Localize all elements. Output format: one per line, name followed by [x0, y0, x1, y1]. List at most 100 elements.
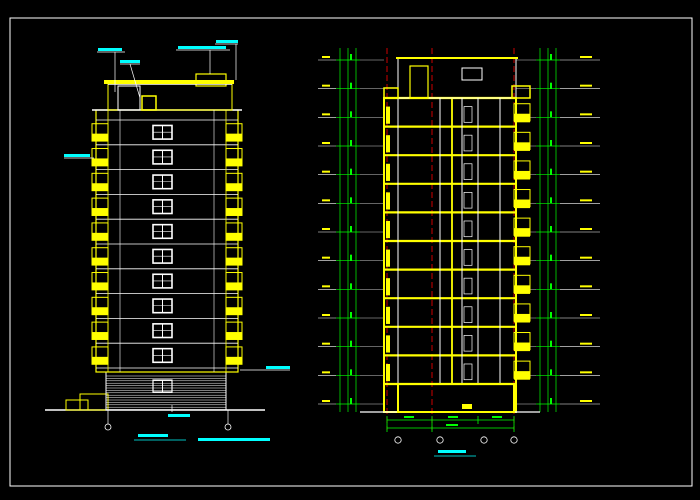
section-outline: [383, 97, 517, 413]
section-door: [463, 220, 473, 238]
elevation-balconies: [91, 123, 243, 365]
dimension-value-mark: [550, 283, 552, 290]
level-marker-label: [580, 314, 592, 316]
dimension-value-mark: [550, 82, 552, 89]
level-marker-label: [322, 228, 330, 230]
elevation-balcony-rail: [226, 257, 242, 266]
elevation-roof-parapet: [107, 83, 233, 111]
elevation-balcony-rail: [226, 307, 242, 315]
section-balcony-rail: [514, 199, 530, 209]
dimension-value-mark: [550, 111, 552, 118]
level-marker-label: [580, 371, 592, 374]
front-elevation: [45, 40, 290, 441]
level-marker-label: [322, 371, 330, 374]
elevation-balcony-rail: [92, 183, 108, 191]
section-stair-housing: [409, 65, 429, 99]
elevation-balcony-rail: [226, 208, 242, 216]
section-door: [463, 192, 473, 209]
elevation-balcony-rail: [226, 282, 242, 290]
elevation-note-tag: [198, 438, 270, 441]
section-door: [463, 277, 473, 295]
dimension-value-mark: [350, 197, 352, 204]
elevation-entry-step: [79, 393, 109, 411]
section-door: [463, 335, 473, 352]
level-marker-label: [580, 256, 592, 259]
level-marker-label: [580, 199, 592, 202]
section-window-sill: [386, 278, 390, 296]
section-balconies: [513, 103, 531, 380]
elevation-balcony-rail: [92, 356, 108, 365]
level-marker-label: [322, 84, 330, 87]
elevation-balcony-rail: [92, 232, 108, 241]
section-window-sill: [386, 363, 390, 382]
section-balcony-rail: [514, 313, 530, 323]
section-foundation: [397, 383, 515, 413]
elevation-balcony-rail: [92, 307, 108, 315]
section-grid-bubbles: [394, 436, 518, 444]
building-section: [318, 48, 600, 457]
level-marker-label: [322, 113, 330, 116]
level-marker-label: [580, 56, 592, 58]
elevation-podium: [105, 371, 227, 411]
dimension-value-mark: [350, 398, 352, 404]
section-door: [463, 363, 473, 381]
section-roof-parapet: [383, 87, 399, 99]
elevation-balcony-rail: [92, 332, 108, 340]
level-marker-label: [322, 400, 330, 402]
dimension-value-mark: [550, 312, 552, 318]
elevation-roof-vent: [141, 95, 157, 111]
section-floors: [384, 96, 516, 386]
section-window-sill: [386, 306, 390, 324]
section-door: [463, 163, 473, 180]
elevation-entry-step: [65, 399, 89, 411]
section-balcony-rail: [514, 170, 530, 180]
section-dimension-text-marks: [404, 416, 502, 426]
dimension-value-mark: [350, 340, 352, 347]
dimension-value-mark: [350, 226, 352, 232]
section-window-sill: [386, 135, 390, 153]
section-door: [463, 134, 473, 152]
section-dimension-chain-left: [318, 48, 384, 412]
level-marker-label: [322, 199, 330, 202]
section-entry-mark: [462, 404, 472, 409]
section-dimension-chain-right: [516, 48, 600, 412]
section-balcony-rail: [514, 142, 530, 151]
level-marker-label: [580, 342, 592, 345]
level-marker-label: [322, 56, 330, 58]
section-window-sill: [386, 249, 390, 267]
dimension-value-mark: [350, 254, 352, 261]
elevation-balcony-rail: [226, 133, 242, 142]
elevation-podium-hatch: [106, 375, 226, 410]
level-marker-label: [322, 342, 330, 345]
dimension-value-mark: [550, 197, 552, 204]
level-marker-label: [322, 256, 330, 259]
section-door: [463, 306, 473, 323]
dimension-value-mark: [550, 340, 552, 347]
elevation-annotation-tags: [64, 40, 290, 417]
dimension-value-mark: [550, 369, 552, 376]
elevation-title-tag: [138, 434, 168, 437]
dimension-value-mark: [550, 168, 552, 175]
elevation-balcony-rail: [92, 257, 108, 266]
elevation-balcony-rail: [92, 282, 108, 290]
level-marker-label: [322, 170, 330, 173]
section-door: [463, 249, 473, 266]
dimension-value-mark: [350, 168, 352, 175]
elevation-roof-rail: [104, 80, 234, 84]
dimension-value-mark: [550, 54, 552, 60]
elevation-balcony-rail: [226, 332, 242, 340]
dimension-value-mark: [350, 140, 352, 146]
elevation-floors: [96, 110, 238, 372]
section-balcony-rail: [514, 342, 530, 352]
elevation-annotations: [64, 43, 290, 371]
elevation-stair-tower: [117, 85, 141, 111]
level-marker-label: [580, 84, 592, 87]
elevation-balcony-rail: [226, 183, 242, 191]
section-window-sill: [386, 192, 390, 210]
level-marker-label: [580, 400, 592, 402]
section-dimension-ticks: [386, 416, 515, 432]
section-title-tag: [438, 450, 466, 453]
elevation-grid-bubble: [224, 423, 232, 431]
section-roof-structure: [397, 57, 517, 99]
